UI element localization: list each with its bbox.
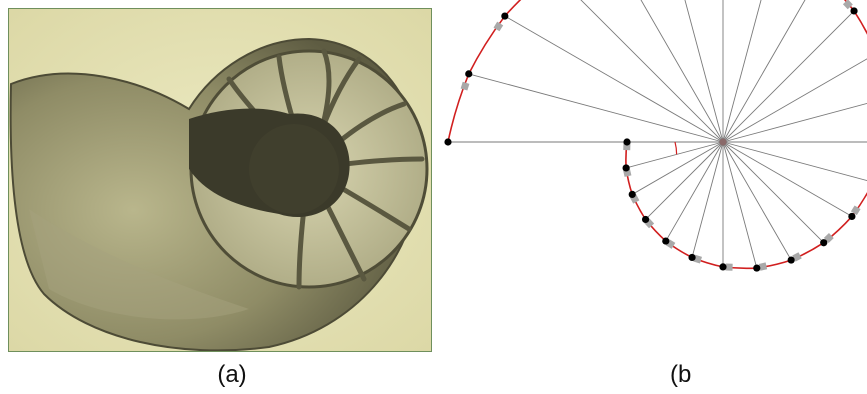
caption-b: (b — [670, 360, 750, 390]
caption-a: (a) — [192, 360, 272, 390]
radial-line — [646, 142, 723, 219]
radial-line — [692, 142, 723, 257]
radial-line — [505, 16, 723, 142]
radial-line — [666, 142, 723, 241]
spiral-point — [662, 237, 669, 244]
spiral-point — [688, 254, 695, 261]
spiral-point — [465, 70, 472, 77]
radial-line — [723, 142, 757, 268]
radial-line — [723, 0, 775, 142]
nautilus-photo — [8, 8, 432, 352]
spiral-point — [501, 12, 508, 19]
radial-line — [553, 0, 723, 142]
spiral-point — [788, 256, 795, 263]
radial-line — [608, 0, 723, 142]
right-angle-marker — [461, 82, 470, 91]
spiral-point — [623, 138, 630, 145]
radial-line — [723, 11, 854, 142]
spiral-center-point — [720, 139, 727, 146]
spiral-point — [753, 264, 760, 271]
spiral-svg — [440, 0, 867, 360]
angle-arc — [675, 142, 677, 154]
spiral-point — [642, 216, 649, 223]
radial-line — [469, 74, 723, 142]
radial-line — [723, 142, 824, 243]
radial-line — [723, 142, 867, 182]
spiral-point — [629, 191, 636, 198]
radial-line — [723, 0, 820, 142]
spiral-point — [719, 263, 726, 270]
spiral-point — [820, 239, 827, 246]
spiral-point — [848, 213, 855, 220]
radial-line — [723, 142, 791, 260]
radial-line — [632, 142, 723, 194]
radial-line — [723, 53, 867, 142]
radial-line — [723, 142, 852, 216]
spiral-point — [444, 138, 451, 145]
spiral-diagram — [440, 0, 867, 360]
radial-line — [666, 0, 723, 142]
spiral-point — [850, 7, 857, 14]
red-spiral-curve — [448, 0, 867, 268]
radial-line — [626, 142, 723, 168]
spiral-point — [623, 164, 630, 171]
